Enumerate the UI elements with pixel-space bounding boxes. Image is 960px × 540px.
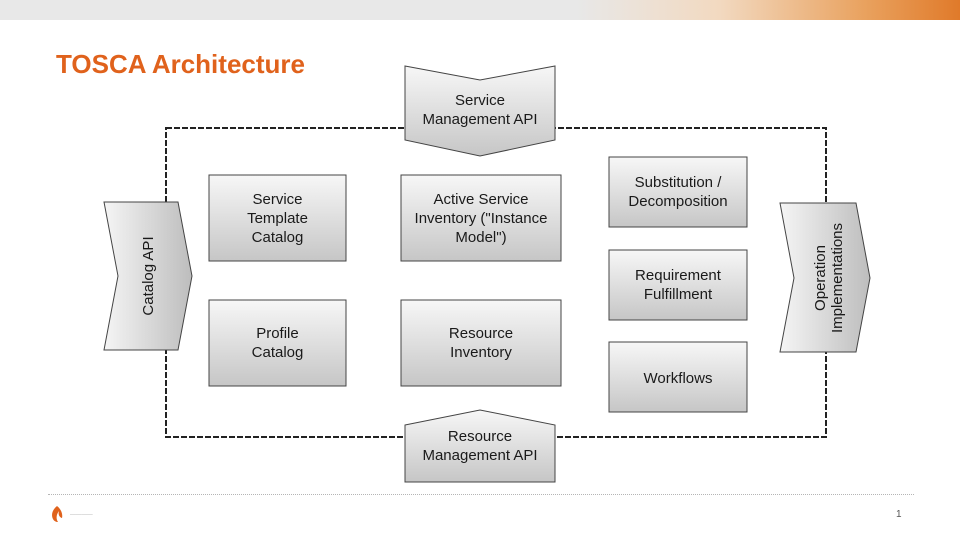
- active-service-inventory-label: Active Service Inventory ("Instance Mode…: [401, 175, 561, 261]
- catalog-api-label: Catalog API: [138, 201, 158, 351]
- workflows-label: Workflows: [609, 360, 747, 396]
- resource-management-api-label: Resource Management API: [405, 424, 555, 468]
- footer-divider: [48, 494, 914, 495]
- company-logo-icon: [50, 505, 64, 523]
- service-template-catalog-label: Service Template Catalog: [209, 175, 346, 261]
- requirement-fulfillment-label: Requirement Fulfillment: [609, 250, 747, 320]
- profile-catalog-label: Profile Catalog: [209, 300, 346, 386]
- resource-inventory-label: Resource Inventory: [401, 300, 561, 386]
- page-number: 1: [896, 509, 902, 520]
- service-management-api-label: Service Management API: [405, 88, 555, 132]
- logo-wordmark: ────: [70, 510, 93, 519]
- substitution-decomposition-label: Substitution / Decomposition: [609, 157, 747, 227]
- operation-implementations-label: Operation Implementations: [811, 203, 847, 353]
